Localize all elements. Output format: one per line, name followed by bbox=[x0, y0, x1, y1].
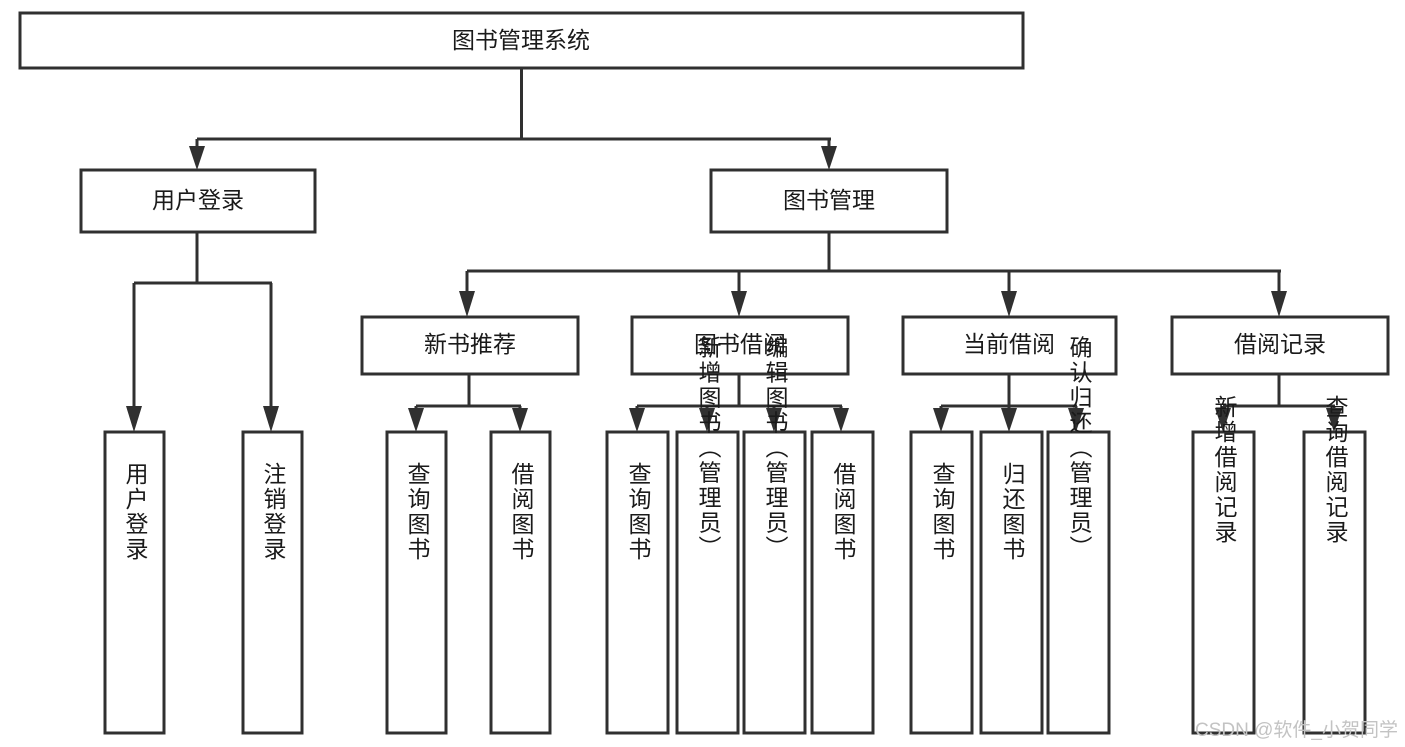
node-new-book-recommend-label: 新书推荐 bbox=[424, 331, 516, 357]
connector-root-to-level2 bbox=[189, 68, 837, 170]
node-leaf-confirm-return-label: 确认归还（管理员） bbox=[1066, 336, 1093, 561]
connector-userlogin-to-leaves bbox=[126, 232, 279, 432]
connector-currentborrow-to-leaves bbox=[933, 374, 1084, 432]
node-leaf-query-book-2[interactable]: 查询图书 bbox=[605, 430, 670, 735]
node-book-borrow-label: 图书借阅 bbox=[694, 331, 786, 357]
node-user-login[interactable]: 用户登录 bbox=[79, 168, 317, 234]
node-leaf-query-book-3-label: 查询图书 bbox=[929, 462, 956, 562]
node-leaf-query-record-label: 查询借阅记录 bbox=[1322, 395, 1349, 545]
node-root-label: 图书管理系统 bbox=[452, 27, 590, 53]
node-leaf-edit-book[interactable]: 编辑图书（管理员） bbox=[742, 336, 807, 735]
node-leaf-query-book-1-label: 查询图书 bbox=[404, 462, 431, 562]
node-leaf-user-login[interactable]: 用户登录 bbox=[103, 430, 166, 735]
node-leaf-logout-login-label: 注销登录 bbox=[260, 462, 287, 562]
node-leaf-return-book-label: 归还图书 bbox=[999, 462, 1026, 562]
node-leaf-confirm-return[interactable]: 确认归还（管理员） bbox=[1046, 336, 1111, 735]
node-book-borrow[interactable]: 图书借阅 bbox=[630, 315, 850, 376]
node-book-management[interactable]: 图书管理 bbox=[709, 168, 949, 234]
connector-bookborrow-to-leaves bbox=[629, 374, 849, 432]
node-current-borrow-label: 当前借阅 bbox=[963, 331, 1055, 357]
node-leaf-edit-book-label: 编辑图书（管理员） bbox=[762, 336, 789, 561]
connector-borrowrecord-to-leaves bbox=[1215, 374, 1342, 432]
node-new-book-recommend[interactable]: 新书推荐 bbox=[360, 315, 580, 376]
node-leaf-add-book-label: 新增图书（管理员） bbox=[695, 336, 722, 561]
node-borrow-record[interactable]: 借阅记录 bbox=[1170, 315, 1390, 376]
node-leaf-query-book-1[interactable]: 查询图书 bbox=[385, 430, 448, 735]
node-leaf-add-record[interactable]: 新增借阅记录 bbox=[1191, 395, 1256, 735]
node-leaf-borrow-book-1[interactable]: 借阅图书 bbox=[489, 430, 552, 735]
node-leaf-borrow-book-2[interactable]: 借阅图书 bbox=[810, 430, 875, 735]
node-current-borrow[interactable]: 当前借阅 bbox=[901, 315, 1118, 376]
node-user-login-label: 用户登录 bbox=[152, 187, 244, 213]
node-leaf-borrow-book-2-label: 借阅图书 bbox=[830, 462, 857, 562]
node-leaf-add-book[interactable]: 新增图书（管理员） bbox=[675, 336, 740, 735]
node-leaf-user-login-label: 用户登录 bbox=[122, 462, 149, 562]
node-borrow-record-label: 借阅记录 bbox=[1234, 331, 1326, 357]
node-leaf-borrow-book-1-label: 借阅图书 bbox=[508, 462, 535, 562]
node-leaf-query-record[interactable]: 查询借阅记录 bbox=[1302, 395, 1367, 735]
node-leaf-add-record-label: 新增借阅记录 bbox=[1211, 395, 1238, 545]
connector-newbook-to-leaves bbox=[408, 374, 528, 432]
node-book-management-label: 图书管理 bbox=[783, 187, 875, 213]
node-leaf-logout-login[interactable]: 注销登录 bbox=[241, 430, 304, 735]
node-leaf-query-book-2-label: 查询图书 bbox=[625, 462, 652, 562]
connector-bookmgmt-to-level3 bbox=[459, 232, 1287, 317]
node-leaf-return-book[interactable]: 归还图书 bbox=[979, 430, 1044, 735]
watermark-label: CSDN @软件_小贺同学 bbox=[1195, 719, 1398, 741]
node-root[interactable]: 图书管理系统 bbox=[18, 11, 1025, 70]
node-leaf-query-book-3[interactable]: 查询图书 bbox=[909, 430, 974, 735]
